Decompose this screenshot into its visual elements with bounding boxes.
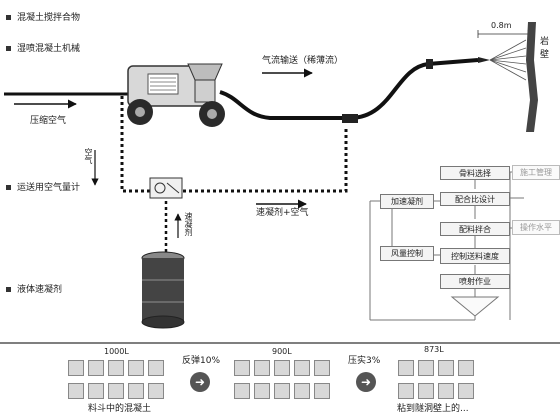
rock-wall (526, 22, 538, 132)
legend-item: 运送用空气量计 (6, 184, 80, 193)
hose-coupling (342, 114, 358, 123)
flow-step: 喷射作业 (440, 274, 510, 289)
flow-step: 控制送料速度 (440, 248, 510, 264)
legend-item: 液体速凝剂 (6, 286, 62, 295)
stage-caption: 粘到隧洞壁上的... (397, 404, 469, 414)
stage-volume: 900L (272, 347, 292, 356)
flowchart-connectors (369, 171, 524, 321)
accelerant-drum (141, 251, 185, 329)
nozzle (478, 57, 490, 63)
flow-step: 配料拌合 (440, 222, 510, 236)
air-supply-line (120, 96, 348, 193)
arrow-label: 反弹10% (182, 356, 221, 366)
flow-outer-step: 施工管理 (512, 165, 560, 180)
stage-volume: 873L (424, 345, 444, 354)
flow-side-step: 加速凝剂 (380, 194, 434, 209)
flow-step: 配合比设计 (440, 192, 510, 206)
air-meter (149, 177, 183, 199)
compressed-air-label: 压缩空气 (30, 116, 67, 126)
right-arrow-icon: ➜ (190, 372, 210, 392)
rock-wall-label: 岩 壁 (540, 37, 550, 60)
accelerant-vertical-label: 速凝剂 (184, 212, 193, 236)
legend-item: 湿喷混凝土机械 (6, 45, 80, 54)
flow-outer-step: 操作水平 (512, 220, 560, 235)
arrow-label: 压实3% (348, 356, 381, 366)
airflow-label: 气流输送（稀薄流） (262, 56, 344, 66)
spray-fan (489, 39, 527, 81)
decision-triangle (450, 296, 500, 317)
air-vertical-label: 空气 (84, 148, 93, 164)
flow-step: 骨料选择 (440, 166, 510, 180)
stage-caption: 料斗中的混凝土 (88, 404, 152, 414)
wet-spray-machine (127, 63, 225, 127)
delivery-hose (219, 58, 479, 120)
mix-label: 速凝剂+空气 (256, 208, 309, 218)
legend-item: 混凝土搅拌合物 (6, 14, 80, 23)
hose-coupling (426, 59, 433, 69)
stage-volume: 1000L (104, 347, 129, 356)
flow-side-step: 风量控制 (380, 246, 434, 261)
right-arrow-icon: ➜ (356, 372, 376, 392)
distance-label: 0.8m (491, 21, 512, 30)
